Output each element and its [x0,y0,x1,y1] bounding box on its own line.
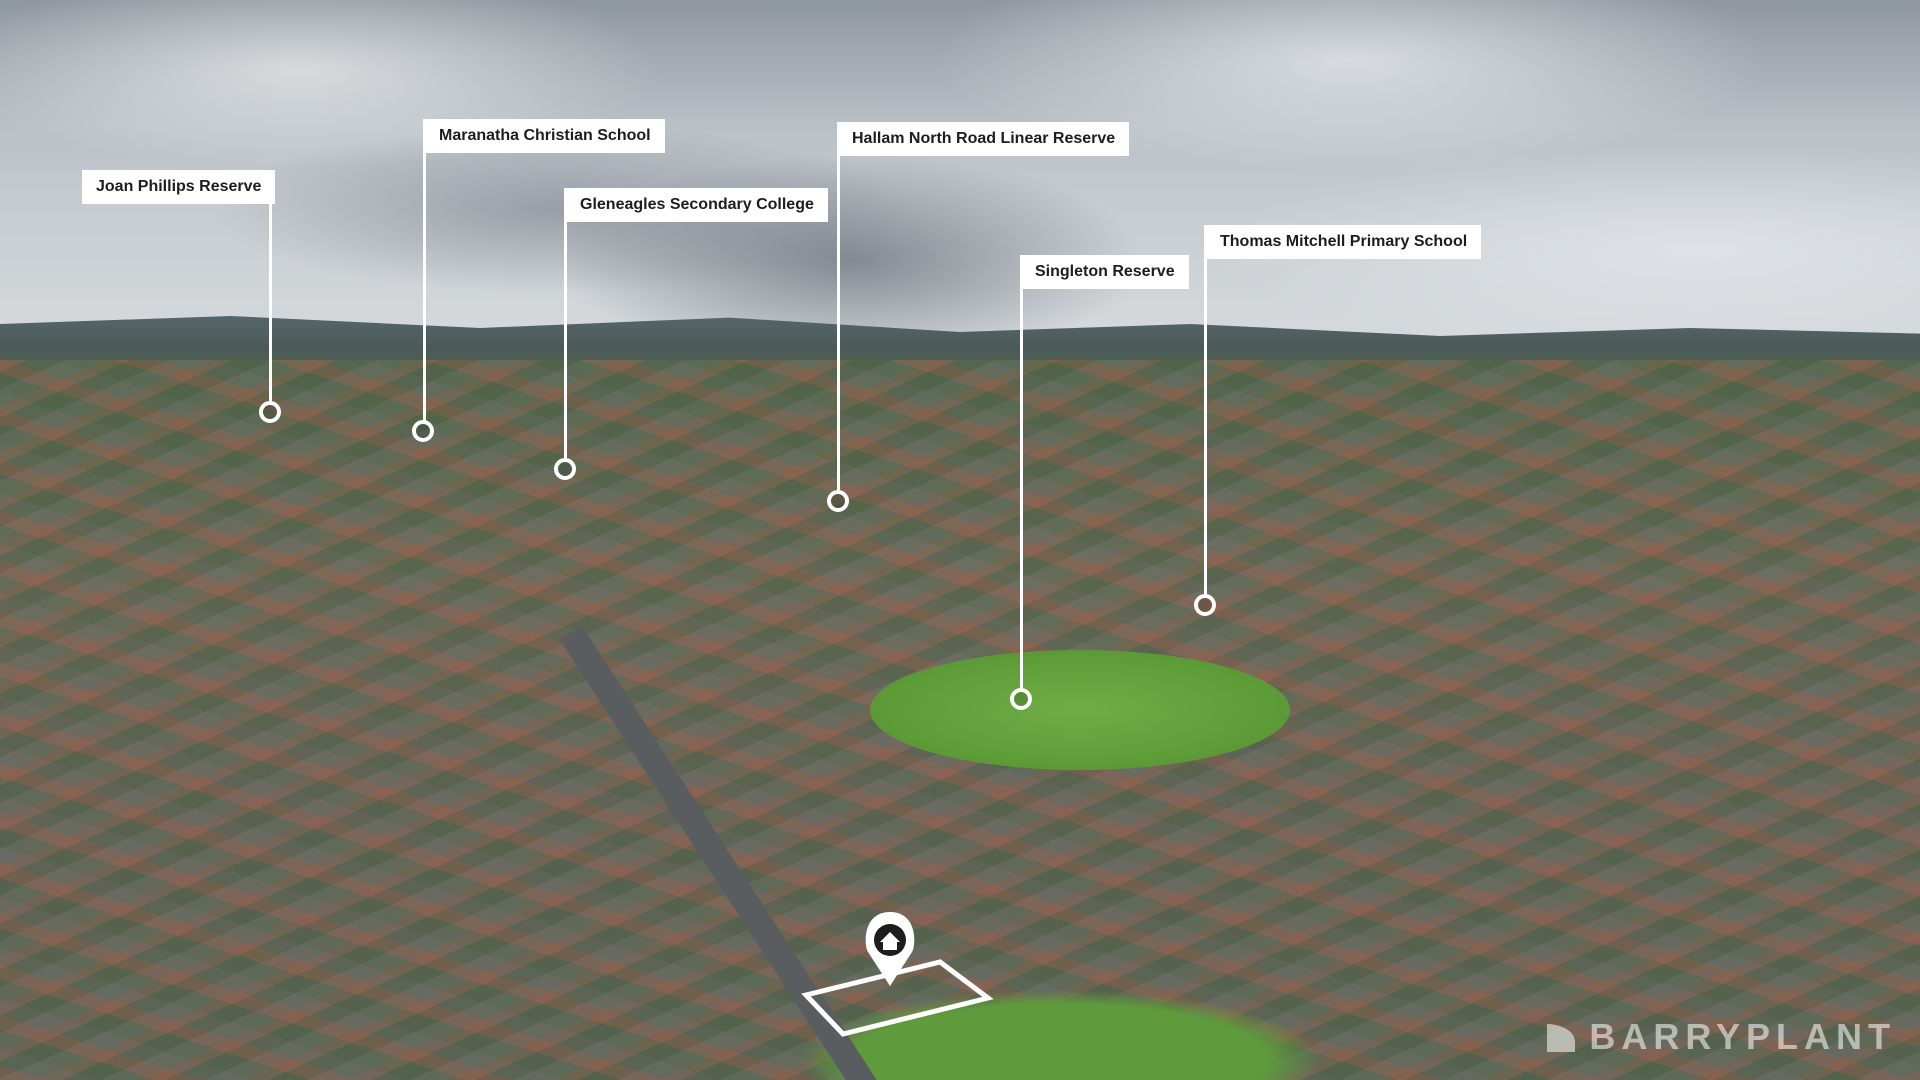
landmark-label-joan-phillips-reserve: Joan Phillips Reserve [82,170,276,204]
landmark-leader-line [564,188,567,458]
landmark-leader-line [269,204,272,402]
landmark-leader-line [423,119,426,422]
landmark-leader-line [1020,255,1023,688]
landmark-pin-dot [259,401,281,423]
landmark-label-singleton-reserve: Singleton Reserve [1021,255,1189,289]
watermark-text: BARRYPLANT [1589,1016,1896,1057]
landmark-leader-line [1204,225,1207,594]
landmark-pin-dot [554,458,576,480]
landmark-label-maranatha-christian-school: Maranatha Christian School [425,119,665,153]
barry-plant-logo-icon [1547,1024,1576,1052]
landmark-label-gleneagles-secondary-college: Gleneagles Secondary College [566,188,828,222]
landmark-pin-dot [412,420,434,442]
barry-plant-watermark: BARRYPLANT [1545,1016,1896,1058]
cloudy-sky [0,0,1920,360]
landmark-pin-dot [1010,688,1032,710]
landmark-label-thomas-mitchell-primary-school: Thomas Mitchell Primary School [1206,225,1482,259]
landmark-label-hallam-north-road-linear-reserve: Hallam North Road Linear Reserve [838,122,1130,156]
sports-oval [870,650,1290,770]
landmark-leader-line [837,122,840,490]
landmark-pin-dot [1194,594,1216,616]
landmark-pin-dot [827,490,849,512]
